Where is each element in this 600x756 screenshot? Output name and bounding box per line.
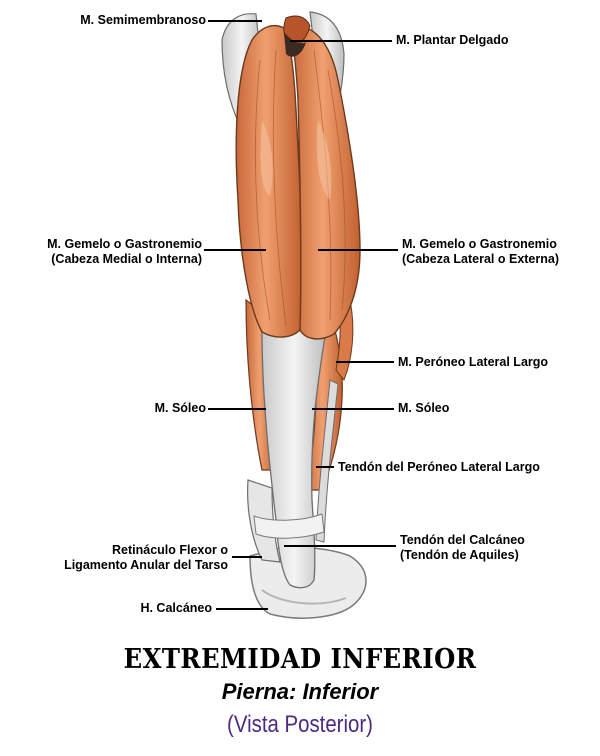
heel-shadow [261, 589, 347, 605]
label-tendon-calcaneo-line1: Tendón del Calcáneo [400, 533, 525, 547]
label-h-calcaneo: H. Calcáneo [140, 601, 212, 615]
label-retinaculo-line1: Retináculo Flexor o [112, 543, 228, 557]
label-plantar-delgado: M. Plantar Delgado [396, 33, 509, 47]
title-view: (Vista Posterior) [227, 711, 373, 738]
peroneal-tendon [315, 379, 339, 543]
label-gemelo-lateral: M. Gemelo o Gastronemio (Cabeza Lateral … [402, 237, 559, 267]
label-tendon-calcaneo: Tendón del Calcáneo (Tendón de Aquiles) [400, 533, 525, 563]
label-soleo-right: M. Sóleo [398, 401, 450, 415]
label-retinaculo-line2: Ligamento Anular del Tarso [64, 558, 228, 572]
label-gemelo-medial-line2: (Cabeza Medial o Interna) [51, 252, 202, 266]
label-gemelo-medial-line1: M. Gemelo o Gastronemio [47, 237, 202, 251]
label-soleo-left: M. Sóleo [154, 401, 206, 415]
label-peroneo-largo: M. Peróneo Lateral Largo [398, 355, 549, 369]
label-semimembranoso: M. Semimembranoso [80, 13, 206, 27]
popliteal-dark [284, 32, 306, 57]
label-gemelo-medial: M. Gemelo o Gastronemio (Cabeza Medial o… [47, 237, 202, 267]
label-retinaculo: Retináculo Flexor o Ligamento Anular del… [64, 543, 228, 573]
title-main: EXTREMIDAD INFERIOR [123, 644, 477, 675]
label-tendon-peroneo: Tendón del Peróneo Lateral Largo [338, 460, 540, 474]
label-gemelo-lateral-line2: (Cabeza Lateral o Externa) [402, 252, 559, 266]
muscle-highlights [260, 120, 332, 200]
label-gemelo-lateral-line1: M. Gemelo o Gastronemio [402, 237, 557, 251]
leader-lines [204, 20, 398, 610]
retinaculum-band [253, 513, 325, 539]
title-sub: Pierna: Inferior [221, 679, 379, 704]
label-tendon-calcaneo-line2: (Tendón de Aquiles) [400, 548, 519, 562]
